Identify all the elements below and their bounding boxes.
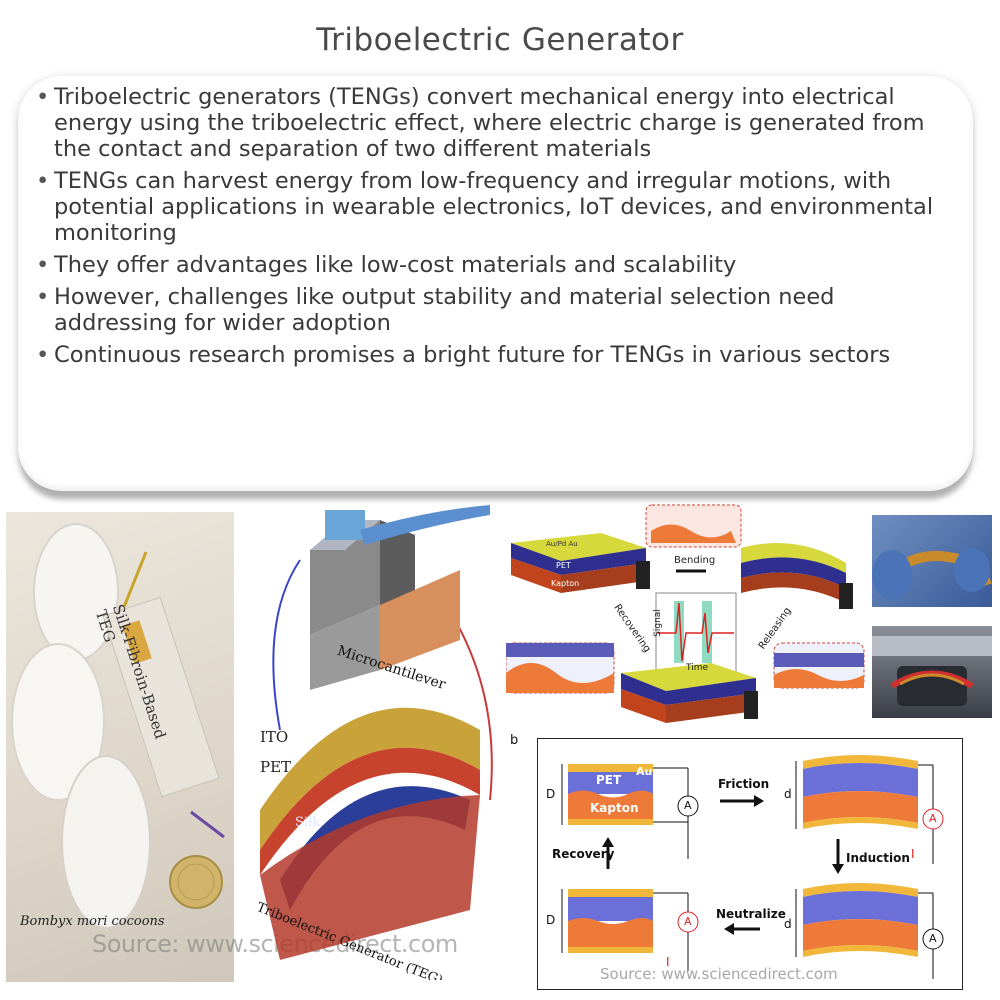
- pet-b-label: PET: [596, 773, 622, 787]
- layer-kapton-label: Kapton: [551, 579, 580, 588]
- recovery-label: Recovery: [552, 847, 615, 861]
- friction-cycle-diagram: PET Au Kapton D A Friction d A I Inducti…: [537, 738, 963, 990]
- ammeter-bottom-right: A: [929, 932, 937, 945]
- cocoon-label: Bombyx mori cocoons: [20, 914, 165, 929]
- cocoon-illustration: [11, 523, 225, 929]
- ammeter-bottom-left: A: [684, 915, 692, 928]
- glove-photo: [872, 515, 992, 607]
- teg-illustration: Microcantilever ITO PET Silk Triboelectr…: [240, 500, 502, 980]
- ammeter-top-right: A: [929, 812, 937, 825]
- bullet-item: Continuous research promises a bright fu…: [30, 342, 960, 368]
- bullet-item: Triboelectric generators (TENGs) convert…: [30, 84, 960, 162]
- d-big-top: D: [546, 787, 556, 801]
- page-title: Triboelectric Generator: [316, 22, 684, 58]
- kapton-b-label: Kapton: [590, 801, 639, 815]
- current-bottom: I: [666, 955, 670, 969]
- bullet-item: However, challenges like output stabilit…: [30, 284, 960, 336]
- d-big-bottom: D: [546, 913, 556, 927]
- cocoon-photo: Silk-Fibroin-Based TEG Bombyx mori cocoo…: [6, 512, 234, 982]
- au-b-label: Au: [636, 765, 653, 778]
- bending-label: Bending: [674, 555, 716, 566]
- current-top: I: [911, 847, 915, 861]
- neutralize-label: Neutralize: [716, 907, 786, 921]
- time-label: Time: [686, 663, 709, 673]
- signal-label: Signal: [652, 609, 663, 637]
- bullet-item: They offer advantages like low-cost mate…: [30, 252, 960, 278]
- ito-label: ITO: [260, 728, 289, 746]
- bullet-list: Triboelectric generators (TENGs) convert…: [30, 84, 960, 374]
- device-photo: [872, 626, 992, 718]
- induction-label: Induction: [846, 851, 910, 865]
- layer-top-label: Au/Pd Au: [546, 540, 578, 548]
- d-small-top: d: [784, 787, 792, 801]
- panel-b-label: b: [510, 733, 519, 748]
- d-small-bottom: d: [784, 917, 792, 931]
- source-credit: Source: www.sciencedirect.com: [600, 965, 838, 983]
- pet-label: PET: [260, 758, 292, 776]
- layer-pet-label: PET: [556, 561, 571, 570]
- bullet-item: TENGs can harvest energy from low-freque…: [30, 168, 960, 246]
- ammeter-top-left: A: [684, 799, 692, 812]
- bending-schematic: Au/Pd Au PET Kapton Bending Signal Time …: [506, 503, 866, 728]
- silk-label: Silk: [295, 815, 321, 830]
- friction-label: Friction: [718, 777, 770, 791]
